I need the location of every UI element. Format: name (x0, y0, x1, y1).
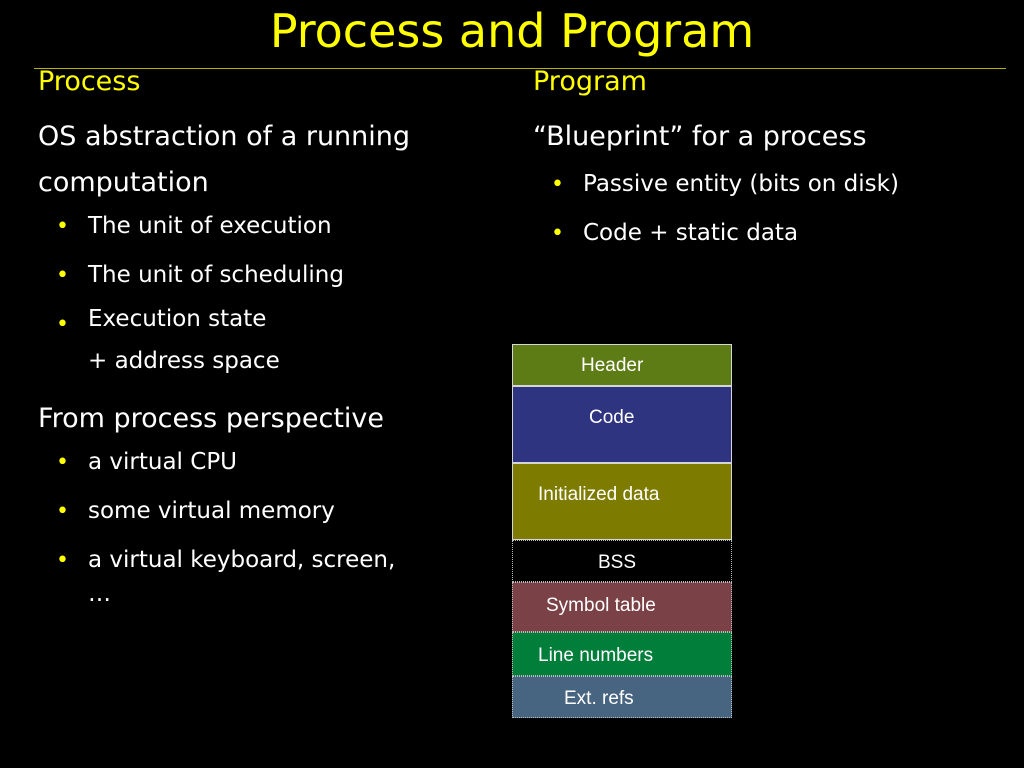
program-properties-list: •Passive entity (bits on disk) •Code + s… (533, 164, 1003, 254)
process-definition: OS abstraction of a running computation (38, 121, 411, 198)
list-item: •a virtual CPU (56, 442, 508, 483)
segment-line-numbers: Line numbers (512, 632, 732, 676)
bullet-icon: • (56, 499, 69, 524)
list-item: •a virtual keyboard, screen,… (56, 540, 508, 607)
segment-ext-refs: Ext. refs (512, 676, 732, 718)
slide-title: Process and Program (269, 4, 755, 58)
segment-label: Ext. refs (564, 688, 634, 709)
bullet-icon: • (551, 172, 564, 197)
segment-code: Code (512, 386, 732, 463)
segment-initialized-data: Initialized data (512, 463, 732, 540)
list-item: •The unit of execution (56, 206, 508, 247)
list-item: •Code + static data (551, 213, 1003, 254)
bullet-icon: • (551, 221, 564, 246)
bullet-icon: • (56, 548, 69, 573)
segment-label: Code (589, 407, 635, 428)
list-item: •Passive entity (bits on disk) (551, 164, 1003, 205)
list-item: •Execution state+ address space (56, 306, 280, 374)
program-definition: “Blueprint” for a process (533, 121, 867, 152)
process-heading: Process (38, 66, 141, 97)
segment-header: Header (512, 344, 732, 386)
process-perspective-heading: From process perspective (38, 403, 385, 434)
process-column: Process OS abstraction of a running comp… (38, 64, 508, 615)
process-perspective-list: •a virtual CPU •some virtual memory •a v… (38, 442, 508, 607)
bullet-icon: • (56, 312, 69, 337)
segment-label: BSS (598, 552, 637, 573)
bullet-icon: • (56, 450, 69, 475)
segment-label: Line numbers (538, 645, 654, 666)
segment-symbol-table: Symbol table (512, 582, 732, 632)
title-divider (34, 68, 1006, 69)
list-item: •The unit of scheduling (56, 255, 508, 296)
list-item: •some virtual memory (56, 491, 508, 532)
segment-bss: BSS (512, 540, 732, 582)
bullet-icon: • (56, 263, 69, 288)
program-heading: Program (533, 66, 647, 97)
segment-label: Initialized data (538, 484, 660, 505)
program-column: Program “Blueprint” for a process •Passi… (533, 64, 1003, 262)
segment-label: Header (581, 355, 644, 376)
bullet-icon: • (56, 214, 69, 239)
process-properties-list: •The unit of execution •The unit of sche… (38, 206, 508, 388)
segment-label: Symbol table (546, 595, 656, 616)
